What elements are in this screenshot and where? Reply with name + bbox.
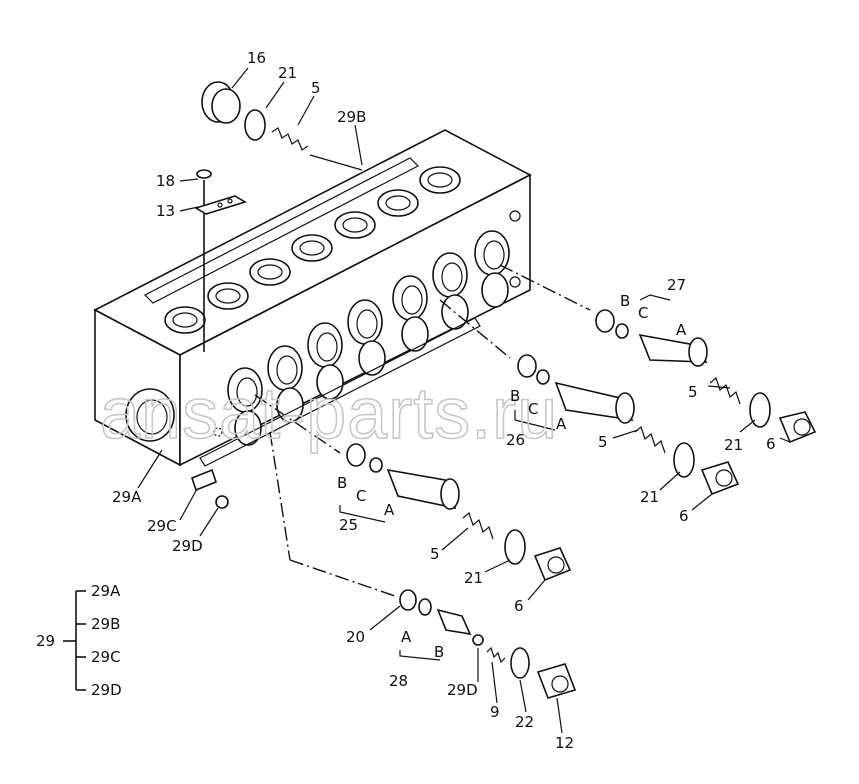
relief-assembly-28 [399,589,577,699]
callout-29A: 29A [112,488,142,506]
bottom-strip [199,317,481,467]
callout-5-top: 5 [311,79,321,97]
spool-assembly-27 [595,309,817,444]
oring-21-top [244,109,266,141]
callout-27-A: A [676,321,687,339]
watermark-text: ansat-parts.ru [100,374,558,454]
top-ports [164,166,461,334]
spool-assembly-25 [346,443,572,582]
assembly-axes [254,154,591,597]
spool-assembly-26 [517,354,740,496]
side-ports [213,210,521,446]
callout-29B: 29B [337,108,366,126]
callout-18: 18 [156,172,175,190]
callout-28-A: A [401,628,412,646]
callout-6-r2: 6 [679,507,689,525]
callout-28-B: B [434,643,444,661]
callout-20: 20 [346,628,365,646]
callout-21-top: 21 [278,64,297,82]
callout-26: 26 [506,431,525,449]
callout-13: 13 [156,202,175,220]
callouts: 16 21 5 29B 18 13 27 B C A 5 21 6 B C 26… [112,49,776,752]
parts-legend: 29 29A 29B 29C 29D [36,582,122,699]
callout-29C: 29C [147,517,177,535]
callout-6-r1: 6 [766,435,776,453]
callout-16: 16 [247,49,266,67]
leader-lines [137,67,791,734]
plug-16 [201,81,241,124]
callout-27-B: B [620,292,630,310]
callout-26-A: A [556,415,567,433]
callout-5-r1: 5 [688,383,698,401]
legend-child-29A: 29A [91,582,121,600]
legend-child-29C: 29C [91,648,121,666]
callout-25-B: B [337,474,347,492]
callout-22: 22 [515,713,534,731]
callout-12: 12 [555,734,574,752]
callout-25-A: A [384,501,395,519]
callout-5-r2: 5 [598,433,608,451]
callout-9: 9 [490,703,500,721]
assembly-brackets [339,294,671,661]
spring-5-top [271,127,309,151]
callout-26-B: B [510,387,520,405]
callout-26-C: C [528,400,538,418]
callout-27-C: C [638,304,648,322]
legend-child-29B: 29B [91,615,120,633]
callout-25-C: C [356,487,366,505]
plate-29C [191,468,217,492]
callout-21-r3: 21 [464,569,483,587]
ball-29D [215,495,229,509]
callout-27: 27 [667,276,686,294]
callout-28: 28 [389,672,408,690]
callout-29D-bottom: 29D [447,681,478,699]
legend-bracket [63,590,86,691]
legend-parent: 29 [36,632,55,650]
screw-18-and-plate-13 [194,169,247,352]
legend-child-29D: 29D [91,681,122,699]
callout-21-r2: 21 [640,488,659,506]
callout-5-r3: 5 [430,545,440,563]
callout-25: 25 [339,516,358,534]
callout-21-r1: 21 [724,436,743,454]
callout-29D: 29D [172,537,203,555]
callout-6-r3: 6 [514,597,524,615]
